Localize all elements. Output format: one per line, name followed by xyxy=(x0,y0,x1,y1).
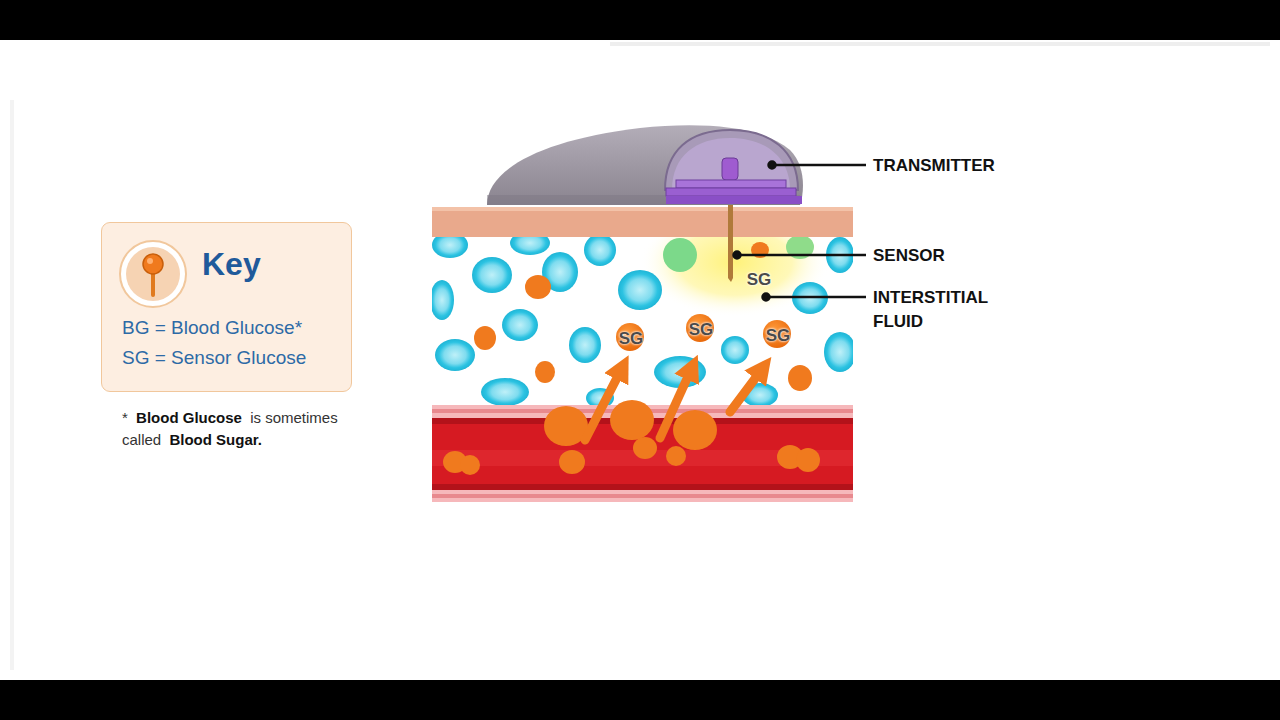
key-icon xyxy=(118,239,188,309)
part-label: INTERSTITIAL FLUID xyxy=(873,286,1023,334)
key-entry: BG = Blood Glucose* xyxy=(122,317,302,340)
part-label: TRANSMITTER xyxy=(873,154,995,178)
glucose-marker: SG xyxy=(766,327,791,344)
footnote-text: called xyxy=(122,431,161,448)
glucose-marker: SG xyxy=(689,321,714,338)
footnote-text: Blood Glucose xyxy=(136,409,242,426)
footnote-text: * xyxy=(122,409,128,426)
footnote-text: Blood Sugar. xyxy=(169,431,262,448)
footnote-text: is sometimes xyxy=(250,409,338,426)
footnote: * Blood Glucose is sometimes called Bloo… xyxy=(122,407,347,451)
key-box: Key BG = Blood Glucose* SG = Sensor Glucos… xyxy=(101,222,352,392)
glucose-marker: SG xyxy=(619,330,644,347)
glucose-marker: SG xyxy=(747,271,772,288)
key-heading: Key xyxy=(202,245,261,283)
key-entry: SG = Sensor Glucose xyxy=(122,347,306,370)
part-label: SENSOR xyxy=(873,244,945,268)
